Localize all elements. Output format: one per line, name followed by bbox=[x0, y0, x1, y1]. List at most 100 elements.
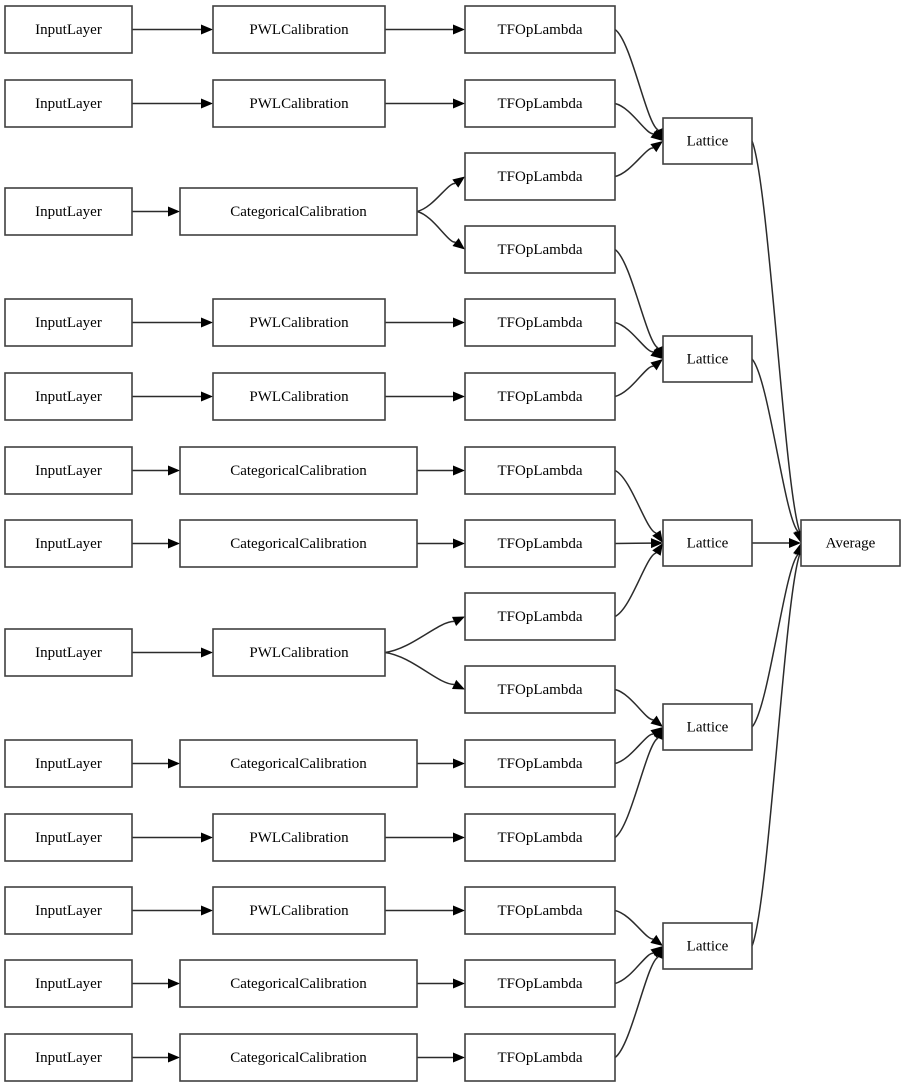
node-input-layer[interactable]: InputLayer bbox=[4, 372, 133, 421]
arrowhead-icon bbox=[650, 538, 663, 549]
node-lattice[interactable]: Lattice bbox=[662, 117, 753, 165]
node-lattice[interactable]: Lattice bbox=[662, 922, 753, 970]
node-tfop-lambda[interactable]: TFOpLambda bbox=[464, 519, 616, 568]
node-box[interactable] bbox=[4, 79, 133, 128]
node-categorical-calibration[interactable]: CategoricalCalibration bbox=[179, 739, 418, 788]
node-pwlcalibration[interactable]: PWLCalibration bbox=[212, 886, 386, 935]
node-box[interactable] bbox=[4, 446, 133, 495]
node-box[interactable] bbox=[464, 298, 616, 347]
node-box[interactable] bbox=[4, 1033, 133, 1082]
node-box[interactable] bbox=[212, 372, 386, 421]
node-tfop-lambda[interactable]: TFOpLambda bbox=[464, 1033, 616, 1082]
node-box[interactable] bbox=[212, 5, 386, 54]
node-box[interactable] bbox=[179, 959, 418, 1008]
node-box[interactable] bbox=[464, 519, 616, 568]
node-box[interactable] bbox=[464, 665, 616, 714]
node-box[interactable] bbox=[464, 959, 616, 1008]
node-box[interactable] bbox=[179, 446, 418, 495]
node-box[interactable] bbox=[4, 187, 133, 236]
node-box[interactable] bbox=[4, 628, 133, 677]
node-box[interactable] bbox=[4, 886, 133, 935]
node-tfop-lambda[interactable]: TFOpLambda bbox=[464, 225, 616, 274]
node-box[interactable] bbox=[179, 187, 418, 236]
edge-tfop-lambda-to-lattice bbox=[614, 102, 663, 141]
node-lattice[interactable]: Lattice bbox=[662, 519, 753, 567]
node-lattice[interactable]: Lattice bbox=[662, 335, 753, 383]
node-box[interactable] bbox=[464, 813, 616, 862]
node-pwlcalibration[interactable]: PWLCalibration bbox=[212, 372, 386, 421]
node-box[interactable] bbox=[464, 79, 616, 128]
node-box[interactable] bbox=[212, 79, 386, 128]
node-box[interactable] bbox=[4, 372, 133, 421]
node-tfop-lambda[interactable]: TFOpLambda bbox=[464, 298, 616, 347]
node-categorical-calibration[interactable]: CategoricalCalibration bbox=[179, 959, 418, 1008]
node-pwlcalibration[interactable]: PWLCalibration bbox=[212, 813, 386, 862]
node-pwlcalibration[interactable]: PWLCalibration bbox=[212, 79, 386, 128]
node-box[interactable] bbox=[212, 628, 386, 677]
node-tfop-lambda[interactable]: TFOpLambda bbox=[464, 886, 616, 935]
node-box[interactable] bbox=[4, 519, 133, 568]
node-tfop-lambda[interactable]: TFOpLambda bbox=[464, 592, 616, 641]
node-average[interactable]: Average bbox=[800, 519, 901, 567]
node-box[interactable] bbox=[464, 225, 616, 274]
edge-line bbox=[614, 952, 654, 985]
node-box[interactable] bbox=[464, 1033, 616, 1082]
node-lattice[interactable]: Lattice bbox=[662, 703, 753, 751]
node-tfop-lambda[interactable]: TFOpLambda bbox=[464, 5, 616, 54]
node-box[interactable] bbox=[464, 152, 616, 201]
node-box[interactable] bbox=[4, 959, 133, 1008]
node-box[interactable] bbox=[212, 298, 386, 347]
node-tfop-lambda[interactable]: TFOpLambda bbox=[464, 372, 616, 421]
node-box[interactable] bbox=[662, 922, 753, 970]
node-input-layer[interactable]: InputLayer bbox=[4, 886, 133, 935]
node-box[interactable] bbox=[4, 813, 133, 862]
node-box[interactable] bbox=[4, 298, 133, 347]
node-tfop-lambda[interactable]: TFOpLambda bbox=[464, 813, 616, 862]
node-tfop-lambda[interactable]: TFOpLambda bbox=[464, 446, 616, 495]
node-box[interactable] bbox=[179, 1033, 418, 1082]
node-input-layer[interactable]: InputLayer bbox=[4, 959, 133, 1008]
node-box[interactable] bbox=[464, 739, 616, 788]
node-input-layer[interactable]: InputLayer bbox=[4, 739, 133, 788]
node-pwlcalibration[interactable]: PWLCalibration bbox=[212, 298, 386, 347]
node-categorical-calibration[interactable]: CategoricalCalibration bbox=[179, 446, 418, 495]
node-box[interactable] bbox=[464, 372, 616, 421]
node-categorical-calibration[interactable]: CategoricalCalibration bbox=[179, 187, 418, 236]
node-pwlcalibration[interactable]: PWLCalibration bbox=[212, 628, 386, 677]
node-box[interactable] bbox=[212, 813, 386, 862]
node-input-layer[interactable]: InputLayer bbox=[4, 628, 133, 677]
node-categorical-calibration[interactable]: CategoricalCalibration bbox=[179, 519, 418, 568]
node-box[interactable] bbox=[464, 592, 616, 641]
node-box[interactable] bbox=[212, 886, 386, 935]
node-input-layer[interactable]: InputLayer bbox=[4, 1033, 133, 1082]
node-box[interactable] bbox=[179, 519, 418, 568]
node-tfop-lambda[interactable]: TFOpLambda bbox=[464, 665, 616, 714]
node-box[interactable] bbox=[464, 5, 616, 54]
node-box[interactable] bbox=[4, 739, 133, 788]
node-input-layer[interactable]: InputLayer bbox=[4, 446, 133, 495]
node-input-layer[interactable]: InputLayer bbox=[4, 519, 133, 568]
node-tfop-lambda[interactable]: TFOpLambda bbox=[464, 959, 616, 1008]
node-tfop-lambda[interactable]: TFOpLambda bbox=[464, 739, 616, 788]
node-box[interactable] bbox=[464, 446, 616, 495]
node-box[interactable] bbox=[464, 886, 616, 935]
node-input-layer[interactable]: InputLayer bbox=[4, 298, 133, 347]
node-box[interactable] bbox=[4, 5, 133, 54]
arrowhead-icon bbox=[650, 727, 663, 739]
node-input-layer[interactable]: InputLayer bbox=[4, 5, 133, 54]
node-tfop-lambda[interactable]: TFOpLambda bbox=[464, 79, 616, 128]
node-input-layer[interactable]: InputLayer bbox=[4, 187, 133, 236]
node-box[interactable] bbox=[179, 739, 418, 788]
edge-lattice-to-average bbox=[751, 140, 805, 543]
node-box[interactable] bbox=[662, 519, 753, 567]
node-box[interactable] bbox=[800, 519, 901, 567]
node-box[interactable] bbox=[662, 117, 753, 165]
node-categorical-calibration[interactable]: CategoricalCalibration bbox=[179, 1033, 418, 1082]
node-pwlcalibration[interactable]: PWLCalibration bbox=[212, 5, 386, 54]
node-box[interactable] bbox=[662, 335, 753, 383]
node-input-layer[interactable]: InputLayer bbox=[4, 813, 133, 862]
node-input-layer[interactable]: InputLayer bbox=[4, 79, 133, 128]
node-tfop-lambda[interactable]: TFOpLambda bbox=[464, 152, 616, 201]
edge-line bbox=[614, 102, 654, 135]
node-box[interactable] bbox=[662, 703, 753, 751]
